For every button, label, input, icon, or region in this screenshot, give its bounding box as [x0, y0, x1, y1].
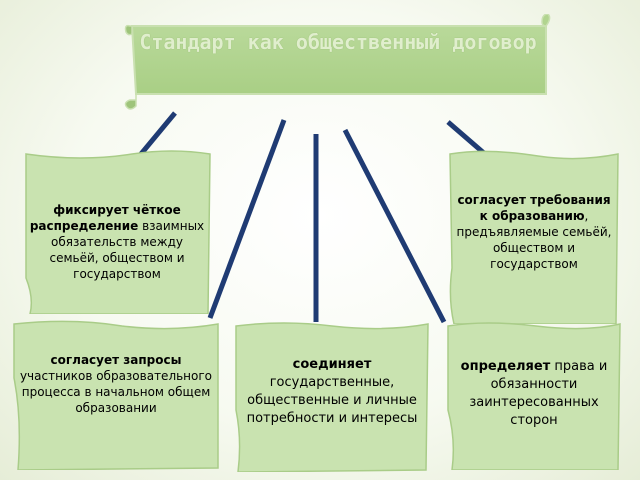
box-bottom-left: согласует запросы участников образовател…: [12, 318, 220, 470]
scroll-shape: [124, 14, 551, 110]
box-top-left: фиксирует чёткое распределение взаимных …: [22, 148, 212, 314]
connector-bottom-right: [342, 128, 447, 324]
box-bottom-right-text: определяет права и обязанности заинтерес…: [460, 359, 608, 428]
box-top-left-text: фиксирует чёткое распределение взаимных …: [29, 203, 205, 281]
title-banner: Стандарт как общественный договор: [122, 14, 558, 112]
box-top-right: согласует требования к образованию, пред…: [448, 148, 620, 324]
box-bottom-left-text: согласует запросы участников образовател…: [19, 353, 213, 415]
box-bottom-right: определяет права и обязанности заинтерес…: [446, 320, 622, 470]
box-top-right-text: согласует требования к образованию, пред…: [456, 193, 612, 271]
connector-bottom-left: [207, 119, 287, 319]
box-bottom-center-text: соединяет государственные, общественные …: [246, 357, 418, 426]
connector-top-right: [446, 120, 487, 156]
diagram-title: Стандарт как общественный договор: [139, 30, 537, 54]
box-bottom-center: соединяет государственные, общественные …: [234, 320, 430, 472]
